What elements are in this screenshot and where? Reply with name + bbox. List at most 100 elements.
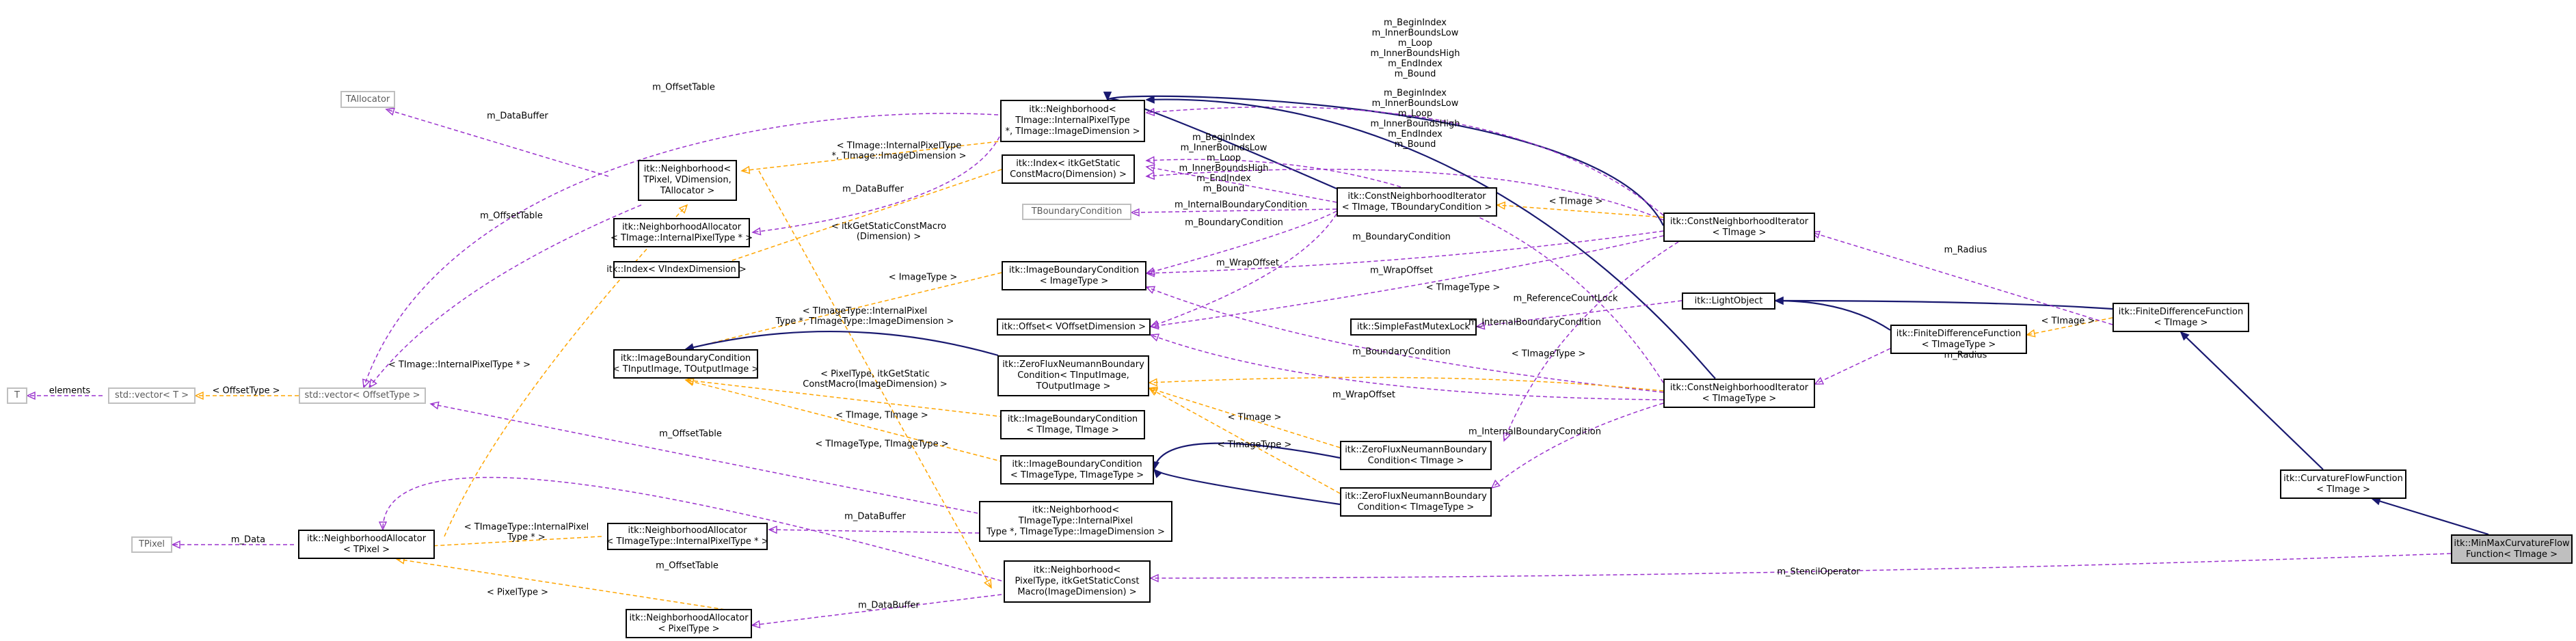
class-node-stdvector-t[interactable]: std::vector< T > xyxy=(108,387,196,404)
edge-label-l-timagetype-tmpl-3: < TImageType > xyxy=(1426,283,1501,293)
edge-label-text: m_InternalBoundaryCondition xyxy=(1468,426,1601,437)
edge-label-text: < PixelType > xyxy=(487,587,548,598)
edge-label-text: < TImage > xyxy=(1548,196,1603,207)
edge-label-text: < TImageType > xyxy=(1425,282,1501,293)
edge-label-l-timage-timage: < TImage, TImage > xyxy=(835,411,928,421)
class-node-simplefastmutex[interactable]: itk::SimpleFastMutexLock xyxy=(1350,318,1477,336)
edge-19 xyxy=(378,476,1002,582)
class-node-text: < TImage, TBoundaryCondition > xyxy=(1341,202,1492,213)
class-node-ibc-timage-timage[interactable]: itk::ImageBoundaryCondition< TImage, TIm… xyxy=(1000,410,1145,439)
class-node-text: itk::ImageBoundaryCondition xyxy=(1007,413,1138,424)
class-node-constnbhit-ttype[interactable]: itk::ConstNeighborhoodIterator< TImageTy… xyxy=(1663,379,1815,408)
edge-label-text: m_InnerBoundsHigh xyxy=(1370,119,1460,129)
edge-arrowhead xyxy=(1814,377,1825,385)
class-node-ibc-ttype-ttype[interactable]: itk::ImageBoundaryCondition< TImageType,… xyxy=(1000,455,1154,485)
class-node-t[interactable]: T xyxy=(7,387,27,404)
class-node-nbh-pixeltype[interactable]: itk::Neighborhood<PixelType, itkGetStati… xyxy=(1004,560,1151,603)
edge-25 xyxy=(1149,213,1337,328)
class-node-text: < TInputImage, TOutputImage > xyxy=(612,364,760,374)
class-node-stdvector-offset[interactable]: std::vector< OffsetType > xyxy=(299,387,426,404)
class-node-text: itk::Index< itkGetStatic xyxy=(1016,158,1121,169)
edge-arrowhead xyxy=(1149,573,1159,583)
class-node-tpixel[interactable]: TPixel xyxy=(131,536,172,553)
edge-label-text: (Dimension) > xyxy=(856,232,922,242)
class-node-ibc-timage[interactable]: itk::ImageBoundaryCondition< ImageType > xyxy=(1002,261,1146,290)
class-node-fdf-timage[interactable]: itk::FiniteDifferenceFunction< TImage > xyxy=(2112,303,2249,332)
edge-37 xyxy=(1145,95,1717,380)
class-node-nbhalloc-tpixel[interactable]: itk::NeighborhoodAllocator< TPixel > xyxy=(298,530,435,559)
class-node-text: itk::Neighborhood< xyxy=(1033,565,1121,575)
edge-label-l-databuffer-1: m_DataBuffer xyxy=(487,111,548,122)
edge-label-l-refcountlock: m_ReferenceCountLock xyxy=(1514,294,1618,304)
class-node-nbhalloc-ttype-ptr[interactable]: itk::NeighborhoodAllocator< TImageType::… xyxy=(606,523,769,550)
edge-label-l-nbh-timage-tmpl: < TImage::InternalPixelType *, TImage::I… xyxy=(831,141,966,161)
class-node-text: ConstMacro(Dimension) > xyxy=(1010,169,1127,180)
edge-label-text: m_InnerBoundsHigh xyxy=(1370,49,1460,59)
edge-label-text: < TImageType > xyxy=(1511,349,1586,359)
class-node-text: < TImageType > xyxy=(1702,393,1777,404)
edge-label-l-elements: elements xyxy=(49,386,90,396)
edge-label-text: < TImageType, TImageType > xyxy=(815,439,949,450)
edge-arrowhead xyxy=(1149,333,1160,342)
edge-label-text: m_OffsetTable xyxy=(480,210,543,221)
edge-label-l-wrapoffset-2: m_WrapOffset xyxy=(1370,266,1433,276)
edge-label-text: < TImageType::InternalPixel xyxy=(802,306,928,316)
edge-label-text: m_DataBuffer xyxy=(487,111,548,122)
edge-label-l-offsettable-1: m_OffsetTable xyxy=(480,211,543,221)
edge-label-text: m_BeginIndex xyxy=(1384,18,1447,28)
edge-3 xyxy=(362,113,999,389)
class-node-nbh-timage[interactable]: itk::Neighborhood<TImage::InternalPixelT… xyxy=(1000,100,1145,142)
edge-7 xyxy=(758,170,992,589)
class-node-nbh-tpixel[interactable]: itk::Neighborhood<TPixel, VDimension,TAl… xyxy=(638,160,737,201)
class-node-lightobject[interactable]: itk::LightObject xyxy=(1682,292,1775,310)
class-node-text: itk::ImageBoundaryCondition xyxy=(1008,264,1140,275)
edge-label-text: m_WrapOffset xyxy=(1369,265,1434,276)
edge-5 xyxy=(751,136,1000,236)
class-node-curvatureflow[interactable]: itk::CurvatureFlowFunction< TImage > xyxy=(2280,469,2406,499)
class-node-fdf-ttype[interactable]: itk::FiniteDifferenceFunction< TImageTyp… xyxy=(1890,325,2027,354)
edge-label-l-wrapoffset-3: m_WrapOffset xyxy=(1332,390,1395,400)
class-node-text: Function< TImage > xyxy=(2466,549,2558,560)
class-node-text: itk::NeighborhoodAllocator xyxy=(306,533,427,544)
class-node-text: itk::Neighborhood< xyxy=(1032,505,1120,515)
class-node-ibc-tinput[interactable]: itk::ImageBoundaryCondition< TInputImage… xyxy=(612,349,760,379)
edge-label-l-timagetype-tmpl-2: < TImageType > xyxy=(1512,349,1586,359)
class-node-constnbhit-tbc[interactable]: itk::ConstNeighborhoodIterator< TImage, … xyxy=(1337,187,1497,217)
edge-49 xyxy=(2179,331,2324,470)
class-node-text: TImageType::InternalPixel xyxy=(1018,516,1133,526)
edge-40 xyxy=(1149,333,1664,400)
edge-50 xyxy=(2371,497,2489,536)
edge-label-text: m_DataBuffer xyxy=(844,511,906,522)
edge-label-text: m_InternalBoundaryCondition xyxy=(1175,200,1307,210)
class-node-nbhalloc-pixeltype[interactable]: itk::NeighborhoodAllocator< PixelType > xyxy=(626,609,752,638)
class-node-index-vidx[interactable]: itk::Index< VIndexDimension > xyxy=(606,261,747,278)
edge-label-text: *, TImage::ImageDimension > xyxy=(831,151,967,161)
edge-arrowhead xyxy=(1145,164,1155,173)
class-node-offset-voffset[interactable]: itk::Offset< VOffsetDimension > xyxy=(997,318,1151,336)
edge-label-l-offsettable-2: m_OffsetTable xyxy=(652,83,715,93)
edge-arrowhead xyxy=(740,165,751,174)
edge-label-text: < TImage > xyxy=(1227,412,1282,423)
class-node-text: TAllocator > xyxy=(660,186,715,196)
class-node-nbhalloc-timage-ptr[interactable]: itk::NeighborhoodAllocator< TImage::Inte… xyxy=(611,218,753,247)
class-node-constnbhit-timage[interactable]: itk::ConstNeighborhoodIterator< TImage > xyxy=(1663,213,1815,242)
class-node-text: itk::LightObject xyxy=(1694,295,1763,306)
edge-label-text: < TImage::InternalPixelType xyxy=(836,141,962,151)
edge-label-text: < OffsetType > xyxy=(212,385,280,396)
class-node-text: itk::CurvatureFlowFunction xyxy=(2283,473,2403,484)
edge-label-text: m_DataBuffer xyxy=(842,184,904,195)
class-node-tallocator[interactable]: TAllocator xyxy=(340,91,395,108)
class-node-text: TOutputImage > xyxy=(1036,381,1111,392)
class-node-tboundary[interactable]: TBoundaryCondition xyxy=(1022,204,1131,220)
edge-label-text: m_DataBuffer xyxy=(858,600,920,611)
edge-label-text: < PixelType, itkGetStatic xyxy=(820,369,930,379)
edge-label-text: m_Bound xyxy=(1394,69,1436,79)
class-node-nbh-ttype[interactable]: itk::Neighborhood<TImageType::InternalPi… xyxy=(979,501,1172,542)
